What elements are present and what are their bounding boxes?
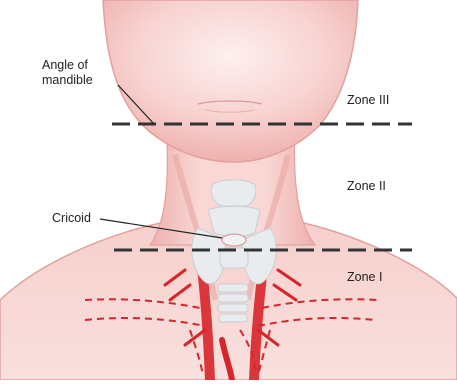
zone-ii-label: Zone II <box>347 179 386 194</box>
cricoid-label: Cricoid <box>52 211 91 226</box>
angle-label-line1: Angle of <box>42 58 88 72</box>
cricoid-cartilage <box>222 234 246 246</box>
angle-label-line2: mandible <box>42 73 93 88</box>
angle-of-mandible-label: Angle of mandible <box>42 58 93 88</box>
head <box>103 0 358 162</box>
zone-i-label: Zone I <box>347 270 382 285</box>
zone-iii-label: Zone III <box>347 93 389 108</box>
